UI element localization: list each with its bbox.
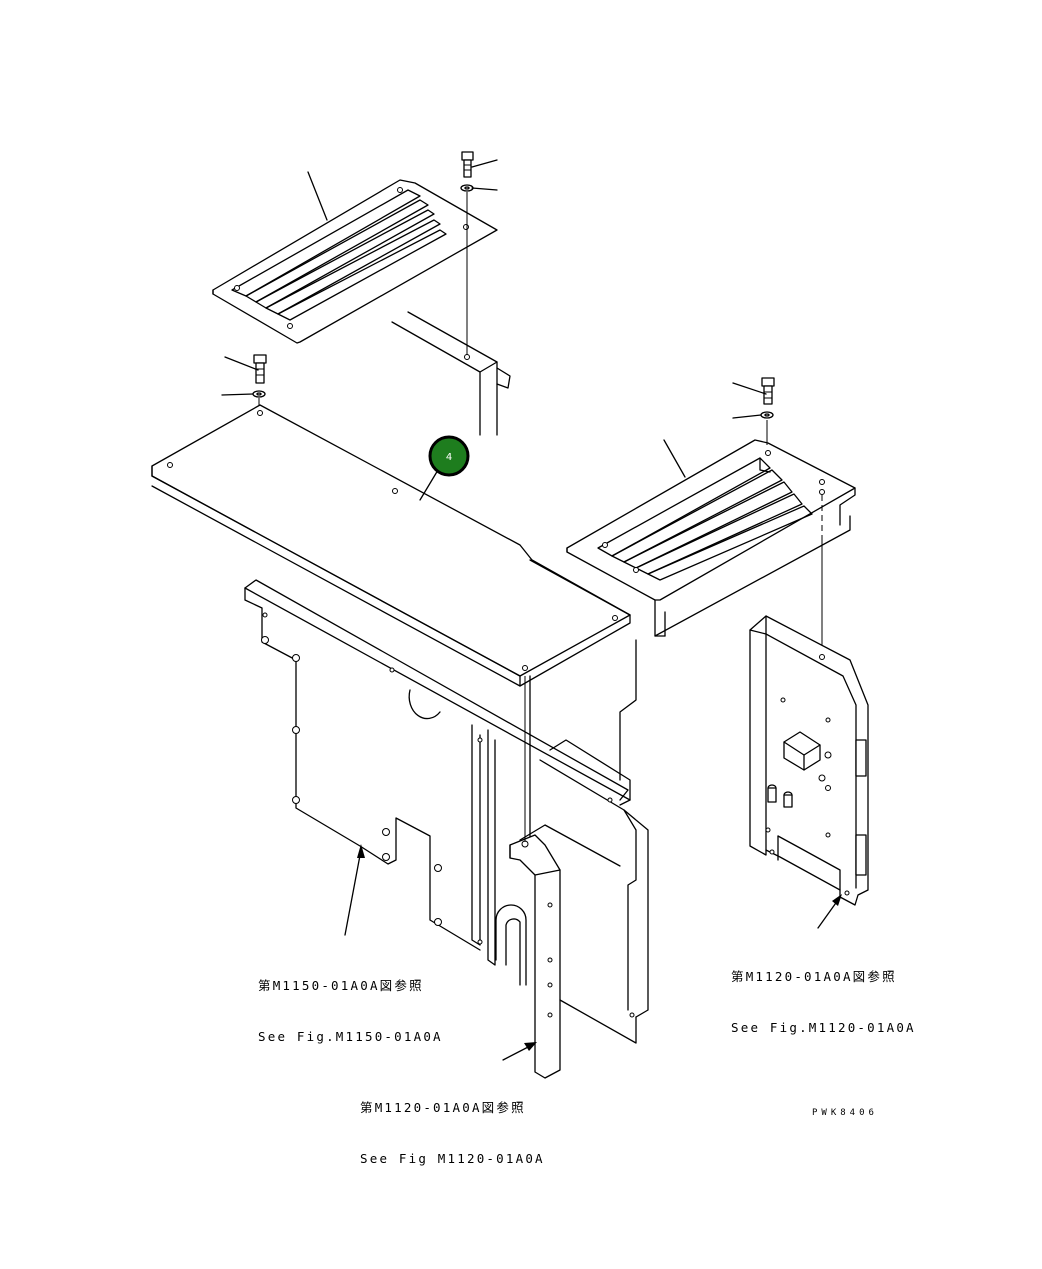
reference-jp: 第M1120-01A0A図参照 — [731, 969, 897, 984]
reference-jp: 第M1150-01A0A図参照 — [258, 978, 424, 993]
callout-circle[interactable] — [428, 435, 470, 477]
main-top-plate — [151, 404, 631, 687]
left-lower-panel — [244, 579, 631, 966]
bolt-right — [732, 377, 823, 655]
callout-4[interactable]: 4 — [419, 435, 470, 501]
reference-label-m1150: 第M1150-01A0A図参照 See Fig.M1150-01A0A — [258, 943, 443, 1062]
bolt-left — [221, 354, 267, 412]
right-lower-frame — [495, 676, 649, 1079]
top-louver-cover — [212, 171, 498, 344]
drawing-code: PWK8406 — [812, 1108, 878, 1118]
callout-number: 4 — [446, 452, 452, 463]
upper-bracket — [391, 311, 511, 436]
reference-en: See Fig.M1150-01A0A — [258, 1029, 443, 1044]
right-louver-cover — [566, 439, 856, 637]
right-drop-panel — [529, 559, 637, 841]
reference-en: See Fig.M1120-01A0A — [731, 1020, 916, 1035]
reference-en: See Fig M1120-01A0A — [360, 1151, 545, 1166]
right-vertical-frame — [749, 615, 869, 906]
reference-jp: 第M1120-01A0A図参照 — [360, 1100, 526, 1115]
reference-label-m1120-right: 第M1120-01A0A図参照 See Fig.M1120-01A0A — [731, 934, 916, 1053]
bolt-top-center — [460, 151, 498, 355]
reference-label-m1120-bottom: 第M1120-01A0A図参照 See Fig M1120-01A0A — [360, 1065, 545, 1184]
reference-arrows — [344, 844, 842, 1061]
